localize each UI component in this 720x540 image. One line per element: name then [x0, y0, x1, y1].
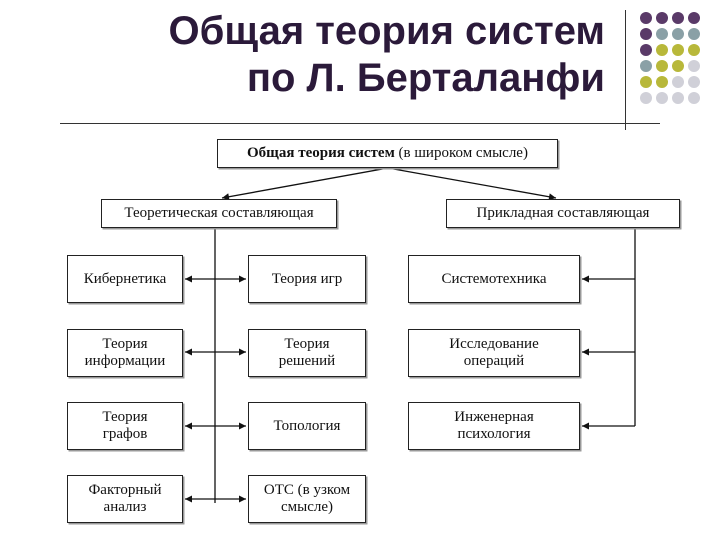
box-label-line1: Теория: [102, 336, 148, 352]
decorative-dot: [672, 28, 684, 40]
box-applied-label: Прикладная составляющая: [476, 205, 650, 221]
box-topology: Топология: [248, 402, 366, 450]
decorative-dot: [688, 44, 700, 56]
decorative-dot: [672, 44, 684, 56]
decorative-dot: [672, 76, 684, 88]
decorative-dot: [656, 60, 668, 72]
box-label-line1: Топология: [273, 417, 341, 434]
decorative-dot: [640, 12, 652, 24]
box-label-line2: анализ: [103, 499, 147, 515]
decorative-dot: [688, 92, 700, 104]
connector-root-to-theoretical: [221, 167, 389, 201]
box-label-line2: графов: [102, 426, 148, 442]
box-label-line1: Исследование: [449, 336, 539, 352]
box-cybernetics: Кибернетика: [67, 255, 183, 303]
decorative-dot: [640, 28, 652, 40]
decorative-dot: [672, 92, 684, 104]
box-label-line1: Теория: [284, 336, 330, 352]
decorative-dot: [640, 60, 652, 72]
connector-root-to-applied: [387, 167, 557, 201]
decorative-dot: [688, 28, 700, 40]
decorative-dot: [656, 12, 668, 24]
box-theoretical-component: Теоретическая составляющая: [101, 199, 337, 228]
box-gst-broad: Общая теория систем (в широком смысле): [217, 139, 558, 168]
box-label-line1: Кибернетика: [83, 270, 167, 287]
box-label-line1: Теория: [102, 409, 148, 425]
decorative-dot: [640, 76, 652, 88]
box-label-line1: ОТС (в узком: [263, 482, 351, 498]
decorative-dot: [640, 44, 652, 56]
decorative-dot: [672, 60, 684, 72]
box-label-line2: смысле): [280, 499, 334, 515]
decorative-dot: [656, 76, 668, 88]
box-label-line2: решений: [278, 353, 336, 369]
box-label-line1: Инженерная: [454, 409, 534, 425]
box-gst-broad-bold: Общая теория систем: [247, 145, 395, 161]
box-label-line2: операций: [463, 353, 525, 369]
decorative-dot: [688, 60, 700, 72]
box-label-line1: Системотехника: [441, 270, 547, 287]
slide-title: Общая теория систем по Л. Берталанфи: [169, 8, 605, 102]
box-systems-engineering: Системотехника: [408, 255, 580, 303]
box-game-theory: Теория игр: [248, 255, 366, 303]
title-line-2: по Л. Берталанфи: [246, 56, 605, 100]
box-label-line2: информации: [84, 353, 166, 369]
decorative-dot: [656, 28, 668, 40]
decorative-dot: [640, 92, 652, 104]
decorative-dot: [656, 44, 668, 56]
decorative-dot: [672, 12, 684, 24]
title-divider-horizontal: [60, 123, 660, 124]
box-label-line2: психология: [457, 426, 531, 442]
decorative-dot: [656, 92, 668, 104]
title-divider-vertical: [625, 10, 626, 130]
box-gst-broad-rest: (в широком смысле): [394, 145, 528, 161]
title-line-1: Общая теория систем: [168, 9, 605, 53]
box-label-line1: Факторный: [88, 482, 162, 498]
box-label-line1: Теория игр: [271, 270, 343, 287]
decorative-dot: [688, 12, 700, 24]
box-theoretical-label: Теоретическая составляющая: [124, 205, 314, 221]
box-applied-component: Прикладная составляющая: [446, 199, 680, 228]
decorative-dot: [688, 76, 700, 88]
